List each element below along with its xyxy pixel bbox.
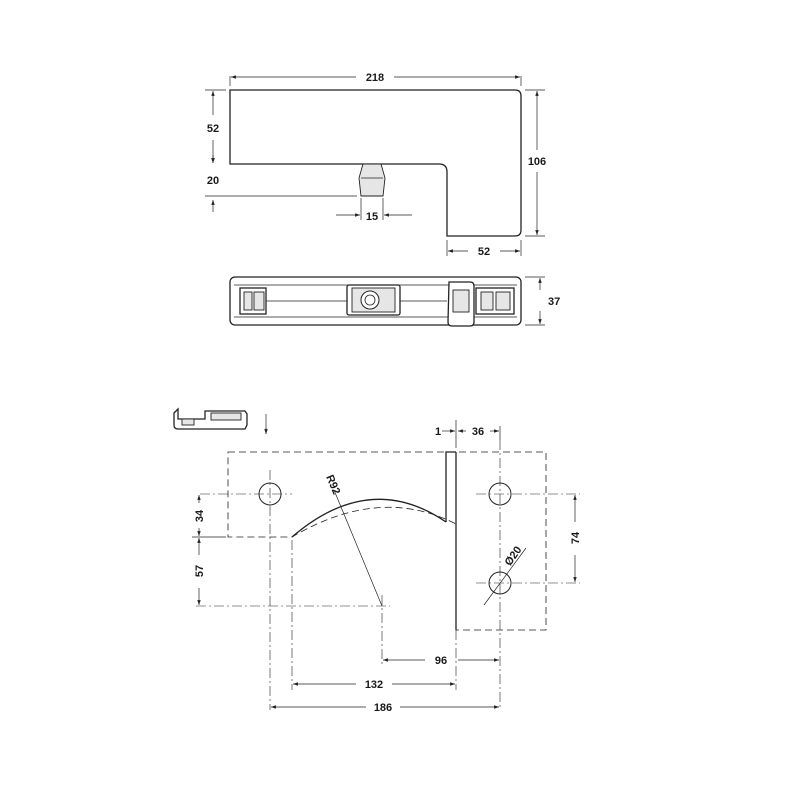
dim-34: 34 <box>194 509 206 522</box>
top-view: 218 52 20 106 15 52 <box>205 72 546 258</box>
plate-view: R92 1 36 34 57 74 Ø20 96 132 <box>192 420 582 714</box>
top-view-body <box>229 89 522 237</box>
dim-186: 186 <box>374 702 392 714</box>
dim-37: 37 <box>548 296 560 308</box>
dim-15: 15 <box>366 211 378 223</box>
dim-d20: Ø20 <box>503 544 525 568</box>
dim-52-bottom: 52 <box>478 246 490 258</box>
plate-arc <box>291 498 447 538</box>
dim-36: 36 <box>472 426 484 438</box>
side-view: 37 <box>229 276 560 327</box>
dim-1: 1 <box>435 426 441 438</box>
dim-218: 218 <box>366 72 384 84</box>
dim-74: 74 <box>570 531 582 544</box>
plate-side-detail <box>173 407 268 434</box>
plate-outline <box>227 451 547 631</box>
dim-132: 132 <box>365 679 383 691</box>
dim-106: 106 <box>528 156 546 168</box>
dim-r92: R92 <box>323 473 342 496</box>
side-center-hole <box>360 290 380 310</box>
dim-52-left: 52 <box>207 123 219 135</box>
dim-57: 57 <box>194 565 206 577</box>
dim-20: 20 <box>207 175 219 187</box>
top-knob <box>358 163 386 197</box>
dim-96: 96 <box>435 655 447 667</box>
